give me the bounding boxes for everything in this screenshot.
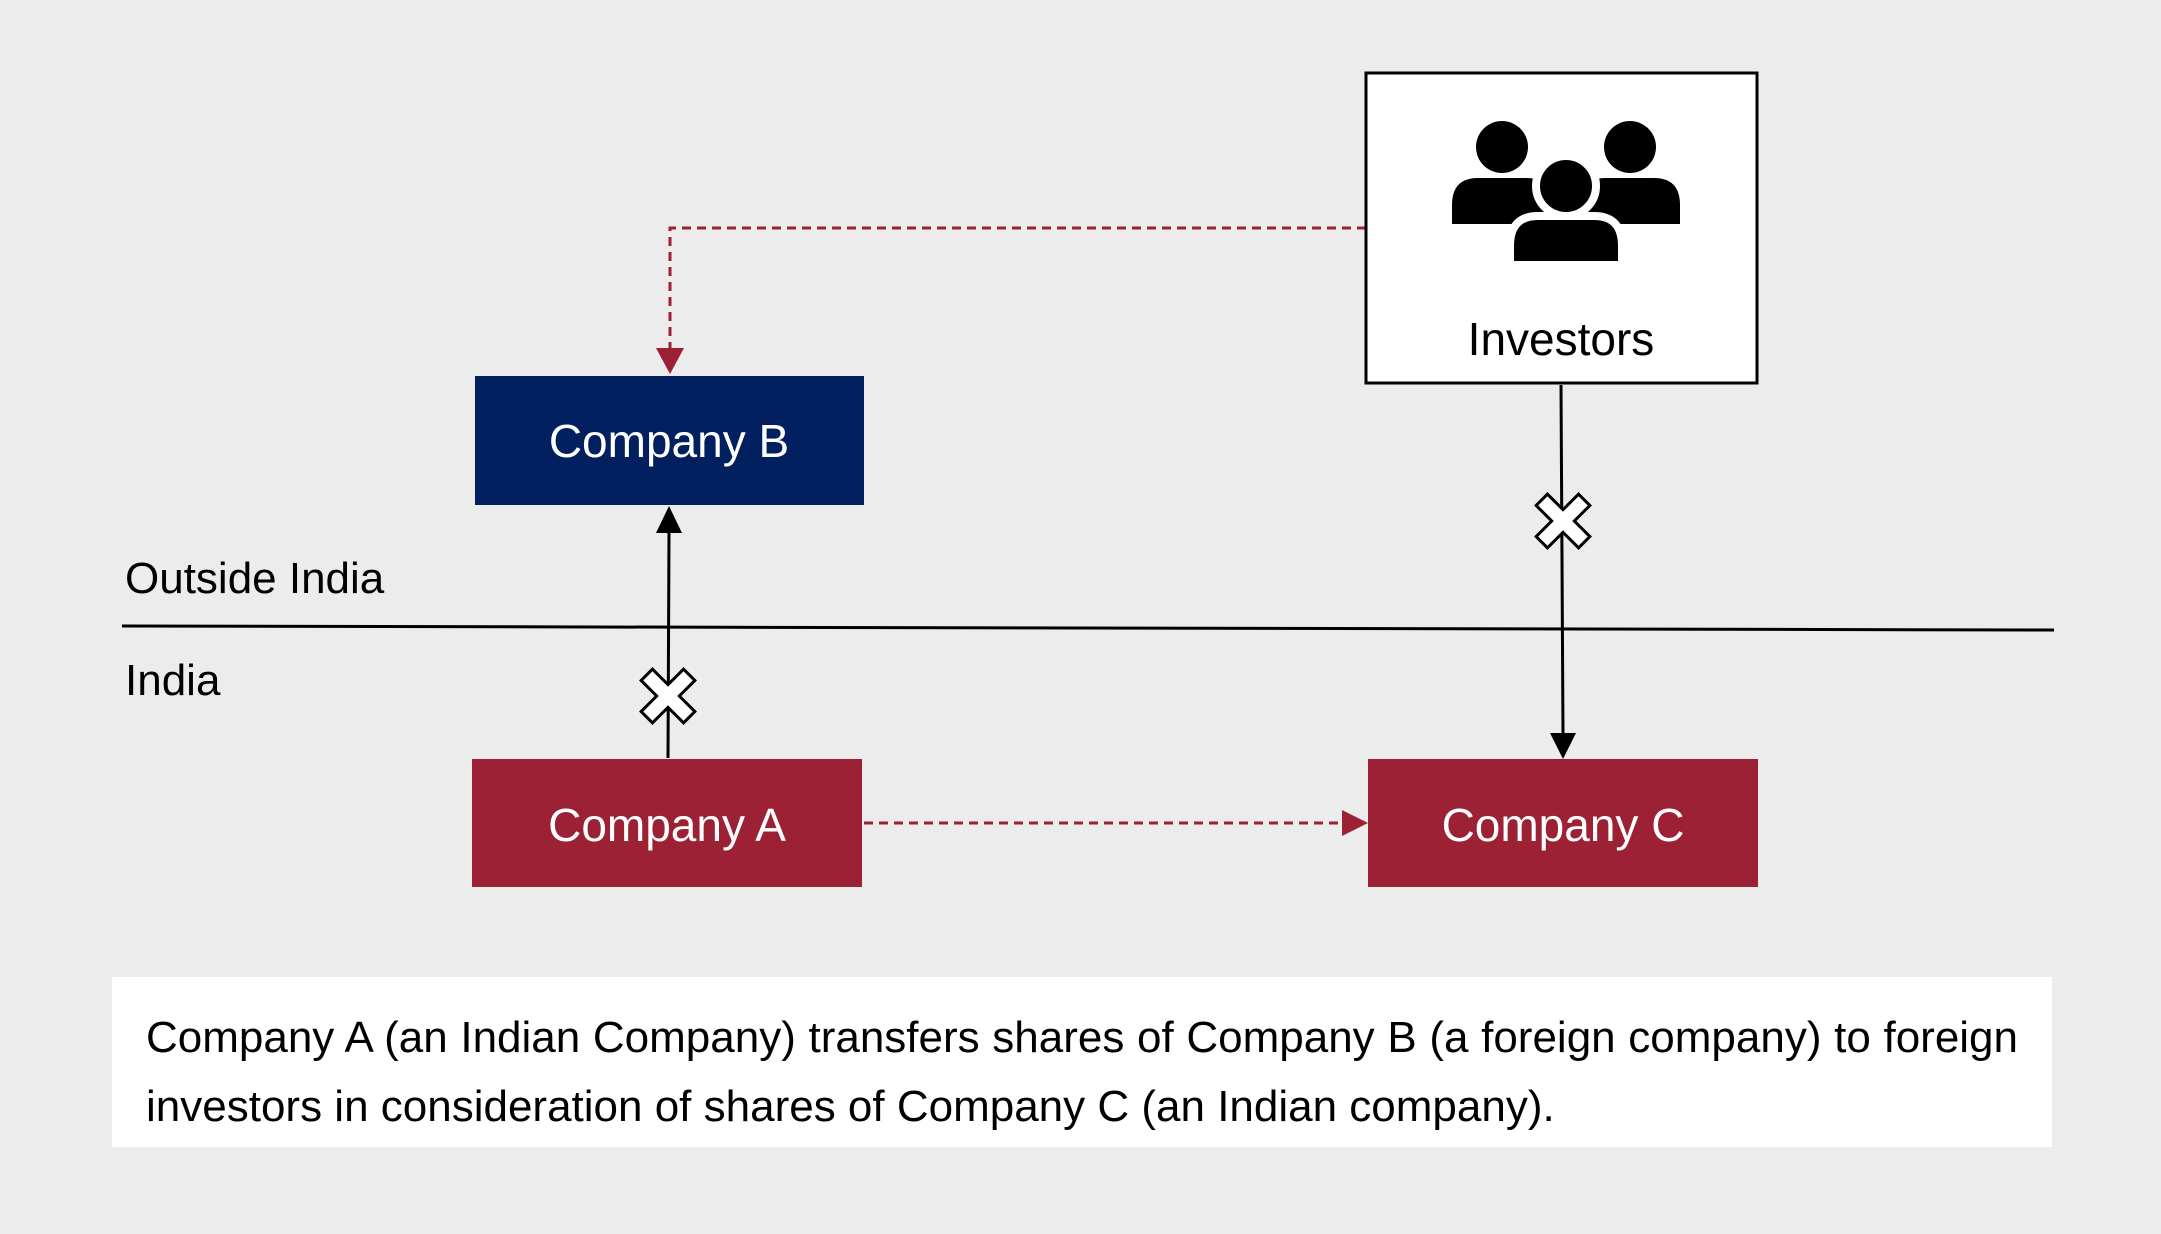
investors-box: Investors [1364,71,1759,385]
edge-investors-to-company-c [1550,384,1576,759]
company-b-label: Company B [549,415,789,467]
caption-text: Company A (an Indian Company) transfers … [146,1013,2018,1131]
company-a-box: Company A [472,759,862,887]
edge-company-a-to-company-b [656,506,682,759]
company-c-label: Company C [1442,799,1685,851]
edge-investors-to-company-b [656,226,1366,374]
investors-label: Investors [1468,313,1655,365]
india-boundary-line [121,624,2055,632]
edge-company-a-to-company-c [864,810,1368,836]
company-c-box: Company C [1368,759,1758,887]
blocked-cross-icon [1534,492,1592,550]
company-a-fill [472,759,862,887]
outside-india-label: Outside India [125,554,385,603]
people-group-icon [1452,121,1680,269]
company-a-label: Company A [548,799,786,851]
india-label: India [125,656,221,705]
company-b-box: Company B [475,376,864,505]
caption-box: Company A (an Indian Company) transfers … [112,977,2052,1147]
company-c-fill [1368,759,1758,887]
blocked-cross-icon [639,667,697,725]
company-b-fill [475,376,864,505]
